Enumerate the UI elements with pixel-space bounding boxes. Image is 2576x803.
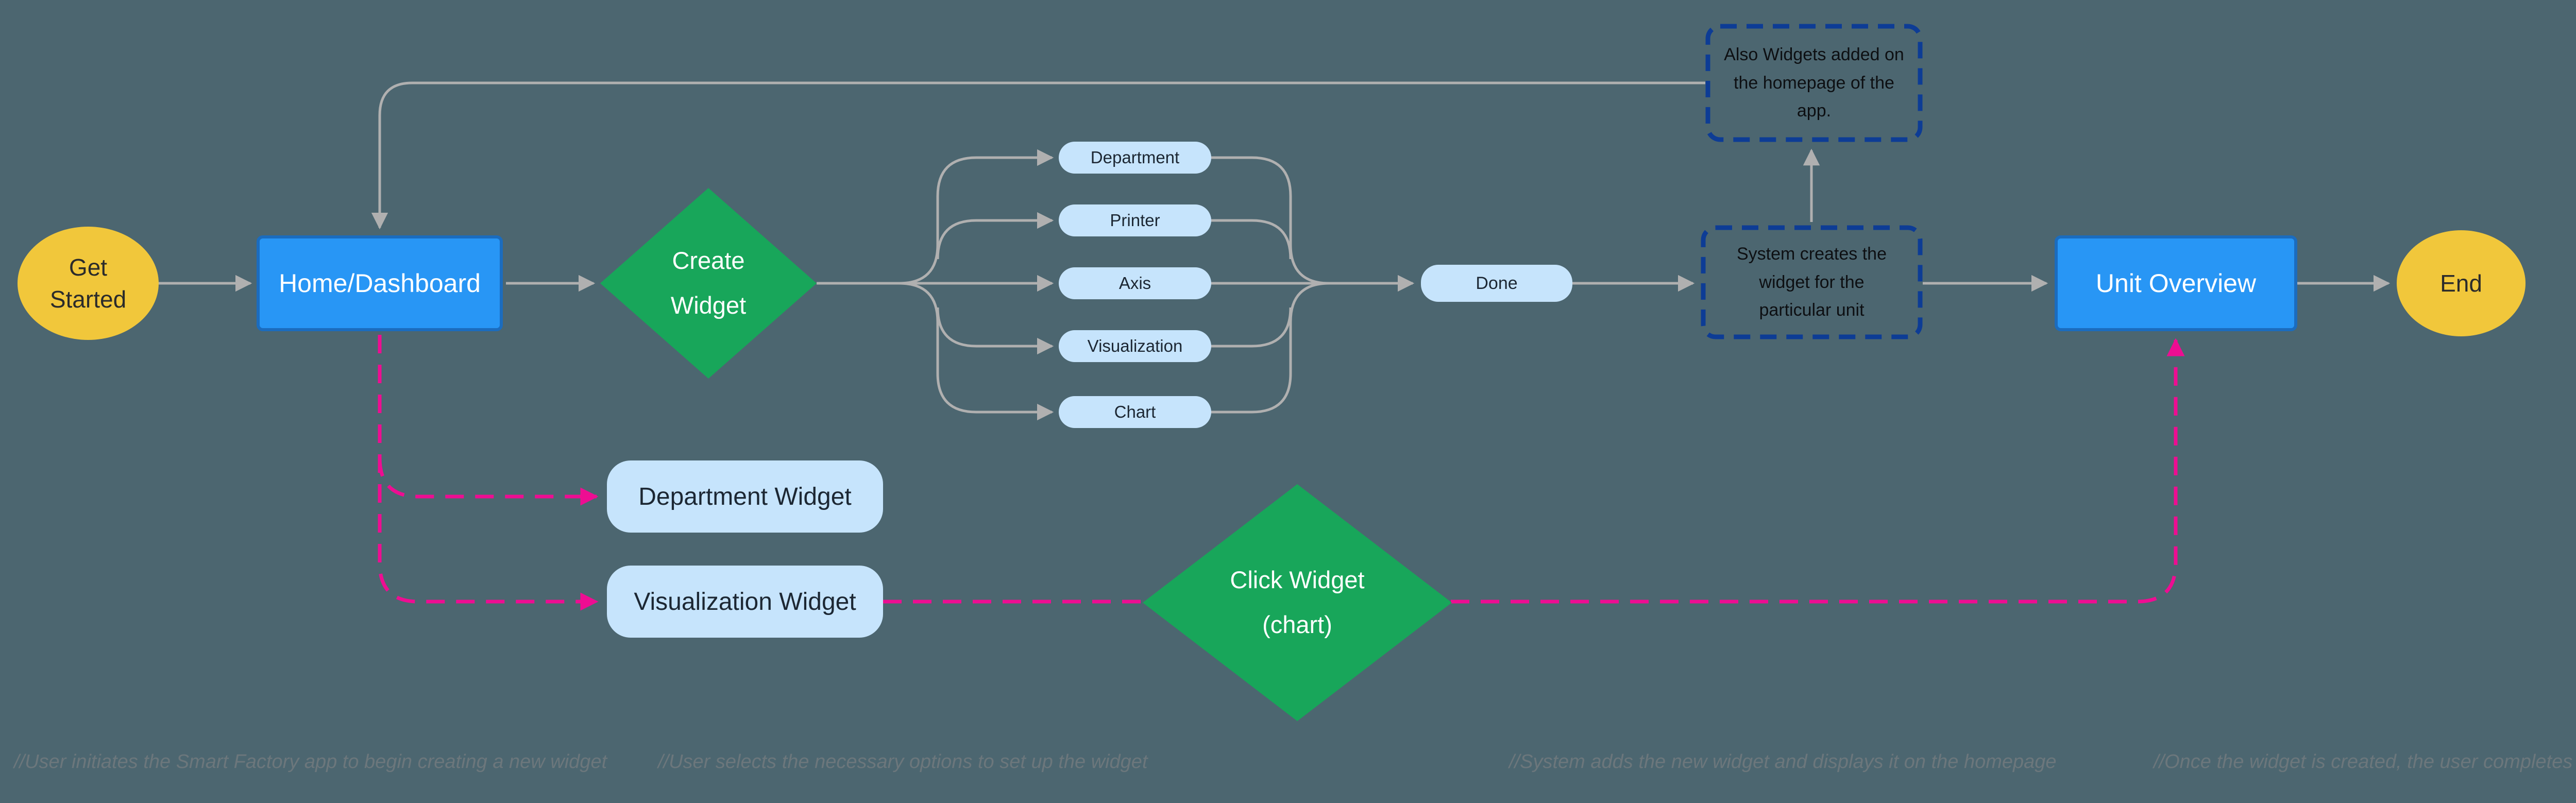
comment-initiate: //User initiates the Smart Factory app t… (14, 751, 607, 773)
option-chart[interactable]: Chart (1059, 396, 1211, 428)
option-department-label: Department (1090, 148, 1180, 167)
option-chart-label: Chart (1114, 402, 1156, 421)
end-node[interactable]: End (2397, 230, 2526, 336)
system-creates-label: System creates the widget for the partic… (1736, 244, 1887, 320)
connector-home-to-department-widget (378, 457, 599, 506)
option-printer-label: Printer (1110, 211, 1160, 230)
option-visualization-label: Visualization (1087, 336, 1183, 355)
unit-overview-label: Unit Overview (2095, 269, 2257, 298)
home-dashboard-label: Home/Dashboard (279, 269, 481, 298)
start-node[interactable]: Get Started (18, 227, 159, 340)
comment-select-options: //User selects the necessary options to … (658, 751, 1148, 773)
connector-home-to-visualization-widget (378, 335, 599, 611)
connector-visualization-widget-to-unit (883, 338, 2185, 604)
connector-merge-printer (1211, 219, 1292, 260)
department-widget-label: Department Widget (638, 483, 852, 510)
system-creates-annotation[interactable]: System creates the widget for the partic… (1701, 225, 1923, 339)
widgets-added-annotation-border (1705, 24, 1923, 142)
connector-widgets-added-to-home (371, 81, 1705, 230)
option-visualization[interactable]: Visualization (1059, 330, 1211, 362)
connector-split-visualization (936, 307, 1054, 355)
connector-merge-chart (1211, 282, 1330, 414)
visualization-widget-label: Visualization Widget (634, 588, 856, 616)
visualization-widget-node[interactable]: Visualization Widget (607, 566, 883, 638)
option-axis[interactable]: Axis (1059, 267, 1211, 299)
connector-split-chart (817, 282, 1054, 421)
start-node-label: Get Started (49, 253, 127, 313)
connector-merge-visualization (1211, 307, 1292, 348)
unit-overview-node[interactable]: Unit Overview (2055, 235, 2297, 331)
comment-flow-complete: //Once the widget is created, the user c… (2154, 751, 2576, 773)
widgets-added-label: Also Widgets added on the homepage of th… (1724, 45, 1904, 121)
option-axis-label: Axis (1118, 274, 1151, 293)
department-widget-node[interactable]: Department Widget (607, 460, 883, 533)
option-printer[interactable]: Printer (1059, 204, 1211, 236)
done-node[interactable]: Done (1421, 265, 1572, 302)
connector-merge-department (1211, 156, 1330, 285)
end-node-label: End (2440, 269, 2482, 297)
click-widget-label: Click Widget (chart) (1230, 566, 1365, 638)
connector-split-department (817, 149, 1054, 285)
home-dashboard-node[interactable]: Home/Dashboard (257, 235, 503, 331)
create-widget-label: Create Widget (670, 247, 747, 319)
option-department[interactable]: Department (1059, 142, 1211, 174)
comment-system-adds: //System adds the new widget and display… (1509, 751, 2057, 773)
widgets-added-annotation[interactable]: Also Widgets added on the homepage of th… (1705, 24, 1923, 142)
done-node-label: Done (1476, 273, 1518, 293)
connector-split-printer (936, 212, 1054, 260)
